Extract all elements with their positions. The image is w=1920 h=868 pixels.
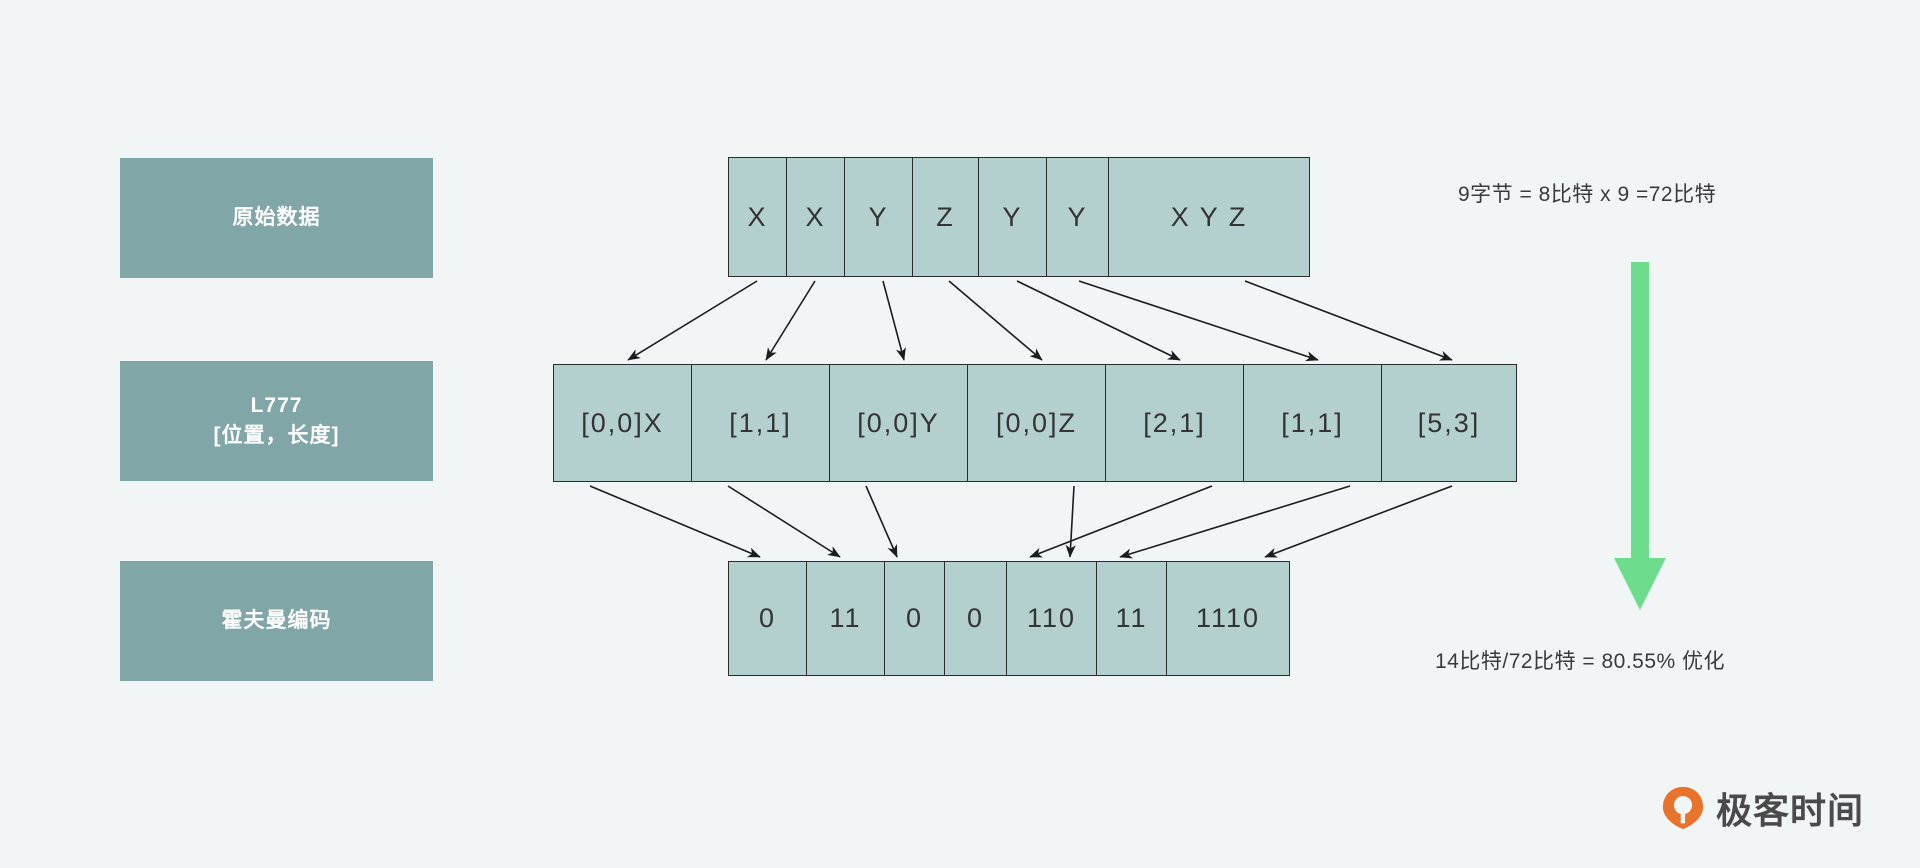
stage-label-title: 霍夫曼编码	[221, 608, 332, 632]
stage-label-subtitle: [位置，长度]	[213, 424, 340, 447]
optimization-arrow-icon	[1614, 262, 1666, 610]
stage-label-original-data: 原始数据	[120, 158, 433, 278]
lz77-cell: [0,0]Y	[830, 365, 968, 481]
stage-label-title: 原始数据	[232, 205, 321, 229]
original-data-cell: Y	[845, 158, 913, 276]
huffman-cell: 110	[1007, 562, 1097, 675]
row-lz77: [0,0]X[1,1][0,0]Y[0,0]Z[2,1][1,1][5,3]	[553, 364, 1517, 482]
geektime-logo: 极客时间	[1660, 782, 1864, 834]
stage-label-huffman: 霍夫曼编码	[120, 561, 433, 681]
geektime-pin-icon	[1662, 786, 1704, 830]
huffman-cell: 0	[729, 562, 807, 675]
lz77-cell: [1,1]	[1244, 365, 1382, 481]
lz77-cell: [0,0]X	[554, 365, 692, 481]
original-data-cell: X	[787, 158, 845, 276]
lz77-cell: [5,3]	[1382, 365, 1516, 481]
original-data-cell: X	[729, 158, 787, 276]
note-compression-ratio: 14比特/72比特 = 80.55% 优化	[1435, 650, 1726, 673]
lz77-cell: [1,1]	[692, 365, 830, 481]
original-data-cell: Z	[913, 158, 979, 276]
original-data-cell: Y	[1047, 158, 1109, 276]
huffman-cell: 11	[807, 562, 885, 675]
original-data-cell: X Y Z	[1109, 158, 1309, 276]
stage-label-lz77: L777 [位置，长度]	[120, 361, 433, 481]
note-original-size: 9字节 = 8比特 x 9 =72比特	[1458, 183, 1717, 206]
huffman-cell: 1110	[1167, 562, 1289, 675]
huffman-cell: 0	[885, 562, 945, 675]
stage-label-title: L777	[250, 393, 303, 417]
geektime-logo-text: 极客时间	[1716, 790, 1865, 831]
lz77-cell: [0,0]Z	[968, 365, 1106, 481]
huffman-cell: 0	[945, 562, 1007, 675]
huffman-cell: 11	[1097, 562, 1167, 675]
original-data-cell: Y	[979, 158, 1047, 276]
lz77-cell: [2,1]	[1106, 365, 1244, 481]
